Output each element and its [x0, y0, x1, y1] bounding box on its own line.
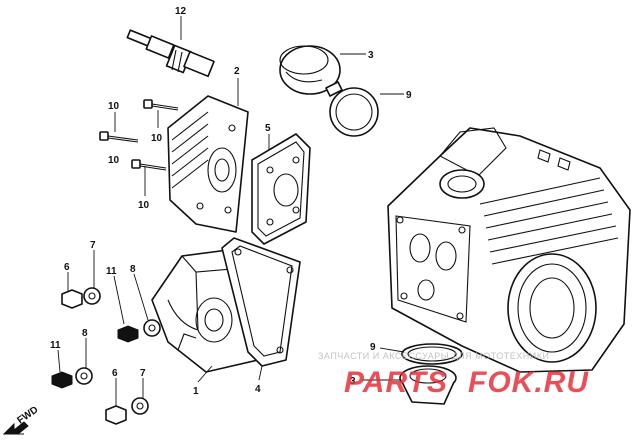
fasteners [51, 287, 161, 425]
seal-cap-top [279, 45, 343, 97]
callout-3-top: 3 [368, 50, 374, 61]
callout-11-a: 11 [106, 266, 117, 277]
callout-11-b: 11 [50, 340, 61, 351]
callout-10-a: 10 [108, 101, 120, 112]
head-cover [167, 95, 249, 233]
bolt-group [99, 99, 179, 171]
o-ring-bottom [401, 343, 463, 365]
callout-8-a: 8 [130, 264, 136, 275]
watermark-logo-parts: PARTS [344, 366, 448, 399]
fwd-indicator [2, 421, 29, 435]
callout-10-d: 10 [138, 200, 150, 211]
watermark: ЗАПЧАСТИ И АКСЕССУАРЫ ДЛЯ МОТОТЕХНИКИ PA… [318, 351, 589, 399]
head-gasket [221, 237, 301, 367]
callout-9-top: 9 [406, 90, 412, 101]
leader-lines [57, 16, 405, 406]
fwd-label: FWD [15, 404, 40, 426]
seal-cap-bottom [399, 365, 457, 405]
watermark-tagline: ЗАПЧАСТИ И АКСЕССУАРЫ ДЛЯ МОТОТЕХНИКИ [318, 351, 549, 361]
callout-6-b: 6 [112, 368, 118, 379]
callout-9-bottom: 9 [370, 342, 376, 353]
callout-labels: 12 3 2 9 10 10 10 10 5 6 7 11 8 11 8 6 7… [50, 6, 412, 397]
callout-7-a: 7 [90, 240, 96, 251]
callout-3-bottom: 3 [350, 376, 356, 387]
callout-1: 1 [193, 386, 199, 397]
callout-10-c: 10 [108, 155, 120, 166]
callout-6-a: 6 [64, 262, 70, 273]
callout-5: 5 [265, 123, 271, 134]
callout-4: 4 [255, 384, 261, 395]
engine-block [387, 127, 631, 373]
callout-2: 2 [234, 66, 240, 77]
callout-8-b: 8 [82, 328, 88, 339]
o-ring-top [329, 87, 379, 137]
gasket-plate [251, 133, 311, 245]
callout-12: 12 [175, 6, 187, 17]
callout-10-b: 10 [151, 133, 163, 144]
callout-7-b: 7 [140, 368, 146, 379]
watermark-logo-fok: FOK.RU [468, 366, 589, 399]
spark-plug [126, 29, 215, 78]
